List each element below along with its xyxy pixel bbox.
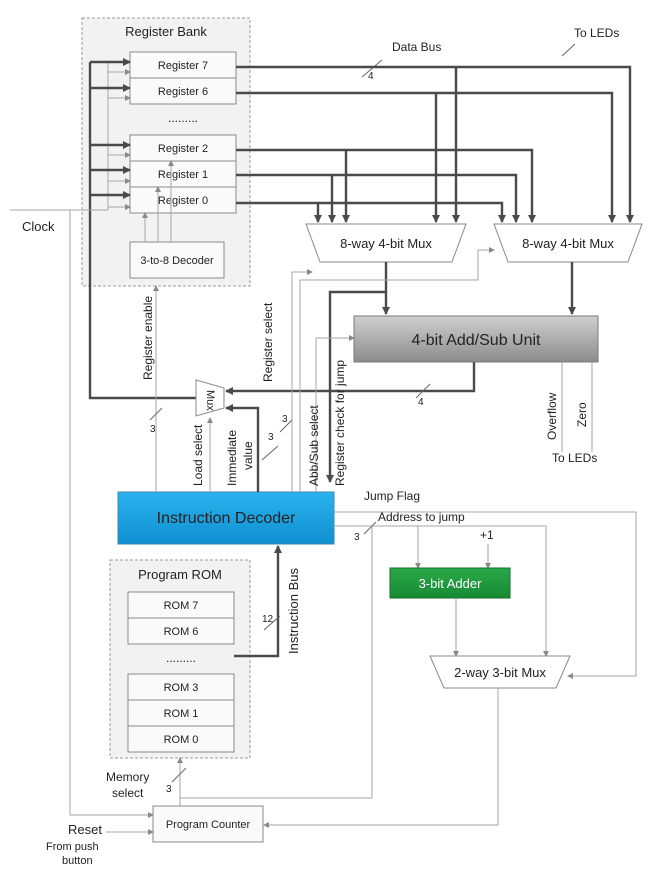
- register-7-label: Register 7: [158, 60, 208, 72]
- register-select-line-a: [291, 269, 313, 492]
- abb-sub-select-line: [315, 335, 355, 492]
- mux-8way-a: 8-way 4-bit Mux: [305, 223, 467, 263]
- jump-flag-label: Jump Flag: [364, 489, 420, 503]
- immediate-value-bus: [225, 404, 260, 492]
- rom-3-label: ROM 3: [164, 682, 199, 694]
- alu-to-mux-bus: [225, 362, 476, 395]
- alu-label: 4-bit Add/Sub Unit: [412, 332, 542, 349]
- rom-0-label: ROM 0: [164, 734, 199, 746]
- program-rom: Program ROM ROM 7 ROM 6 ......... ROM 3 …: [109, 559, 251, 759]
- register-6-label: Register 6: [158, 86, 208, 98]
- decoder-label: 3-to-8 Decoder: [140, 255, 214, 267]
- register-1: Register 1: [129, 160, 237, 188]
- rom-7: ROM 7: [127, 591, 235, 619]
- instruction-decoder-label: Instruction Decoder: [157, 510, 296, 527]
- jump-flag-line: [334, 511, 637, 679]
- register-select-width-a: 3: [282, 414, 288, 425]
- to-leds-bottom-label: To LEDs: [552, 451, 597, 465]
- register-7: Register 7: [129, 51, 237, 79]
- reset-label: Reset: [68, 822, 102, 837]
- clock-label: Clock: [22, 219, 55, 234]
- mux-8way-b-label: 8-way 4-bit Mux: [522, 236, 614, 251]
- register-check-bus: [326, 262, 388, 483]
- mux-8way-b: 8-way 4-bit Mux: [493, 223, 643, 263]
- mux-2way-label: 2-way 3-bit Mux: [454, 665, 546, 680]
- rom-ellipsis: .........: [166, 651, 196, 665]
- small-mux-label: Mux: [204, 390, 216, 411]
- mux-to-pc-line: [263, 688, 499, 828]
- register-0: Register 0: [129, 186, 237, 214]
- program-counter-label: Program Counter: [166, 819, 251, 831]
- memory-select-width: 3: [166, 784, 172, 795]
- data-bus: Data Bus 4 To LEDs: [236, 26, 634, 223]
- overflow-label: Overflow: [545, 392, 559, 440]
- rom-6-label: ROM 6: [164, 626, 199, 638]
- instruction-bus-width: 12: [262, 614, 274, 625]
- adder-3bit: 3-bit Adder: [389, 567, 511, 599]
- register-bank-title: Register Bank: [125, 24, 207, 39]
- instruction-bus-label: Instruction Bus: [286, 568, 301, 654]
- rom-7-label: ROM 7: [164, 600, 199, 612]
- reset-source-1: From push: [46, 841, 99, 853]
- jump-address-width: 3: [354, 532, 360, 543]
- register-0-label: Register 0: [158, 195, 208, 207]
- register-select-width-b: 3: [268, 432, 274, 443]
- register-select-line-b: [299, 247, 495, 492]
- register-input-bus: [88, 58, 196, 400]
- data-bus-label: Data Bus: [392, 40, 441, 54]
- instruction-decoder: Instruction Decoder: [117, 491, 335, 545]
- program-rom-title: Program ROM: [138, 567, 222, 582]
- reset-source-2: button: [62, 855, 93, 867]
- address-to-jump-line: [334, 525, 549, 657]
- instruction-bus: [234, 545, 282, 658]
- memory-select-label-1: Memory: [106, 770, 149, 784]
- alu-out-width: 4: [418, 397, 424, 408]
- register-enable-width: 3: [150, 424, 156, 435]
- register-1-label: Register 1: [158, 169, 208, 181]
- register-check-label: Register check for jump: [333, 360, 347, 486]
- plus-one-label: +1: [480, 528, 494, 542]
- mux-2way: 2-way 3-bit Mux: [429, 655, 571, 689]
- alu-unit: 4-bit Add/Sub Unit: [353, 315, 599, 363]
- abb-sub-select-label: Abb/Sub select: [307, 405, 321, 486]
- memory-select-label-2: select: [112, 786, 144, 800]
- register-2: Register 2: [129, 134, 237, 162]
- load-select-label: Load select: [191, 424, 205, 486]
- rom-0: ROM 0: [127, 725, 235, 753]
- rom-1: ROM 1: [127, 699, 235, 727]
- program-counter: Program Counter: [152, 805, 264, 843]
- register-6: Register 6: [129, 77, 237, 105]
- register-enable-label: Register enable: [141, 296, 155, 380]
- rom-3: ROM 3: [127, 673, 235, 701]
- zero-label: Zero: [575, 402, 589, 427]
- immediate-value-label-2: value: [241, 441, 255, 470]
- to-leds-top-label: To LEDs: [574, 26, 619, 40]
- small-mux: Mux: [195, 379, 225, 417]
- address-to-jump-label: Address to jump: [378, 510, 465, 524]
- mux-8way-a-label: 8-way 4-bit Mux: [340, 236, 432, 251]
- data-bus-width: 4: [368, 71, 374, 82]
- pc-to-adder-line: [180, 526, 373, 799]
- register-ellipsis: .........: [168, 111, 198, 125]
- clock-to-pc: [69, 210, 154, 818]
- decoder-3-to-8: 3-to-8 Decoder: [129, 241, 225, 279]
- register-2-label: Register 2: [158, 143, 208, 155]
- register-bank: Register Bank Register 7 Register 6 ....…: [81, 17, 251, 287]
- immediate-value-label-1: Immediate: [225, 430, 239, 486]
- adder-label: 3-bit Adder: [419, 576, 483, 591]
- rom-1-label: ROM 1: [164, 708, 199, 720]
- register-select-label: Register select: [261, 302, 275, 382]
- rom-6: ROM 6: [127, 617, 235, 645]
